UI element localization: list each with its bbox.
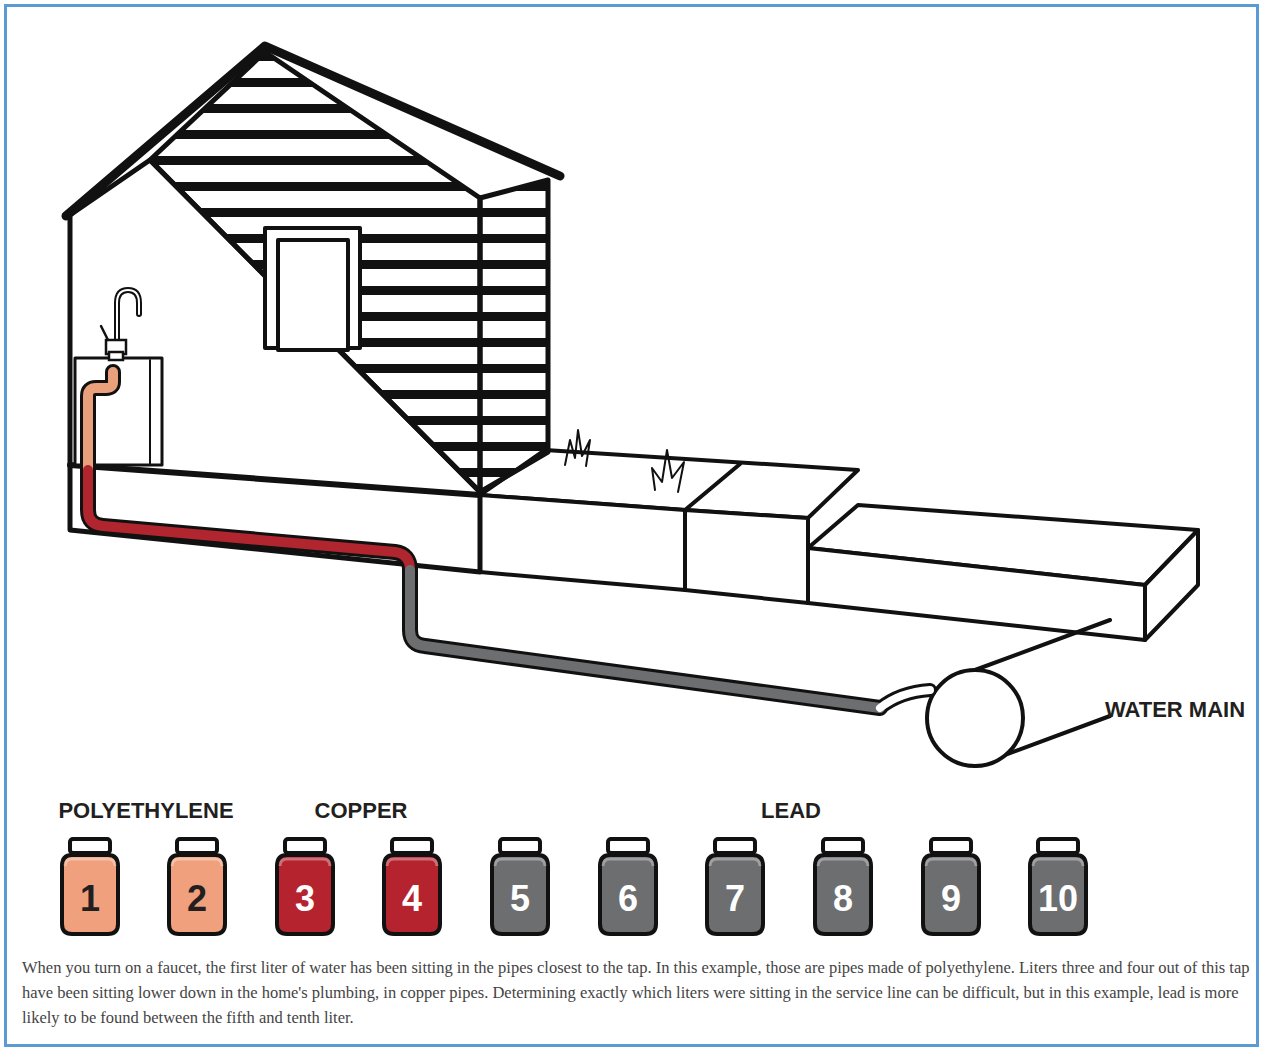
liter-number: 8	[810, 866, 876, 932]
liter-number: 3	[272, 866, 338, 932]
pipe-material-label: COPPER	[315, 798, 408, 824]
liter-number: 4	[379, 866, 445, 932]
liter-number: 1	[57, 866, 123, 932]
liter-number: 5	[487, 866, 553, 932]
pipe-material-label: LEAD	[761, 798, 821, 824]
liter-jar: 2	[164, 836, 230, 938]
liter-number: 2	[164, 866, 230, 932]
liter-number: 6	[595, 866, 661, 932]
liter-jar: 5	[487, 836, 553, 938]
liter-jar: 10	[1025, 836, 1091, 938]
liter-jar: 7	[702, 836, 768, 938]
liter-jar: 9	[918, 836, 984, 938]
liter-jar: 1	[57, 836, 123, 938]
liter-jar: 4	[379, 836, 445, 938]
pipe-material-label: POLYETHYLENE	[58, 798, 233, 824]
liter-number: 10	[1025, 866, 1091, 932]
caption-text: When you turn on a faucet, the first lit…	[22, 955, 1260, 1030]
liter-number: 9	[918, 866, 984, 932]
liter-number: 7	[702, 866, 768, 932]
water-main-label: WATER MAIN	[1105, 697, 1245, 723]
liter-jar: 3	[272, 836, 338, 938]
liter-jar: 8	[810, 836, 876, 938]
liter-jar: 6	[595, 836, 661, 938]
